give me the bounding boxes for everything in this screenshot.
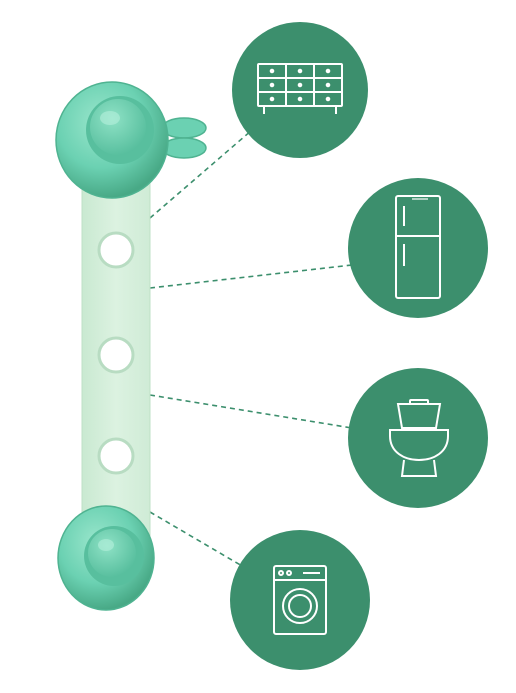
use-circle-dresser xyxy=(232,22,368,158)
connector-line-toilet xyxy=(149,394,353,429)
strap xyxy=(81,159,151,549)
strap-hole xyxy=(97,437,135,475)
connector-line-refrigerator xyxy=(149,264,353,289)
dresser-icon xyxy=(257,63,343,114)
refrigerator-icon xyxy=(395,195,441,299)
connector-line-dresser xyxy=(149,129,253,219)
connector-lines xyxy=(149,129,353,574)
top-knob xyxy=(55,81,169,199)
use-circle-washer xyxy=(230,530,370,670)
connector-line-washer xyxy=(149,511,255,574)
strap-hole xyxy=(97,231,135,269)
bunny-ears xyxy=(161,117,207,159)
bottom-knob xyxy=(57,505,155,611)
use-circle-toilet xyxy=(348,368,488,508)
strap-hole xyxy=(97,336,135,374)
toilet-icon xyxy=(389,399,449,477)
washing-machine-icon xyxy=(273,565,327,635)
use-circle-refrigerator xyxy=(348,178,488,318)
